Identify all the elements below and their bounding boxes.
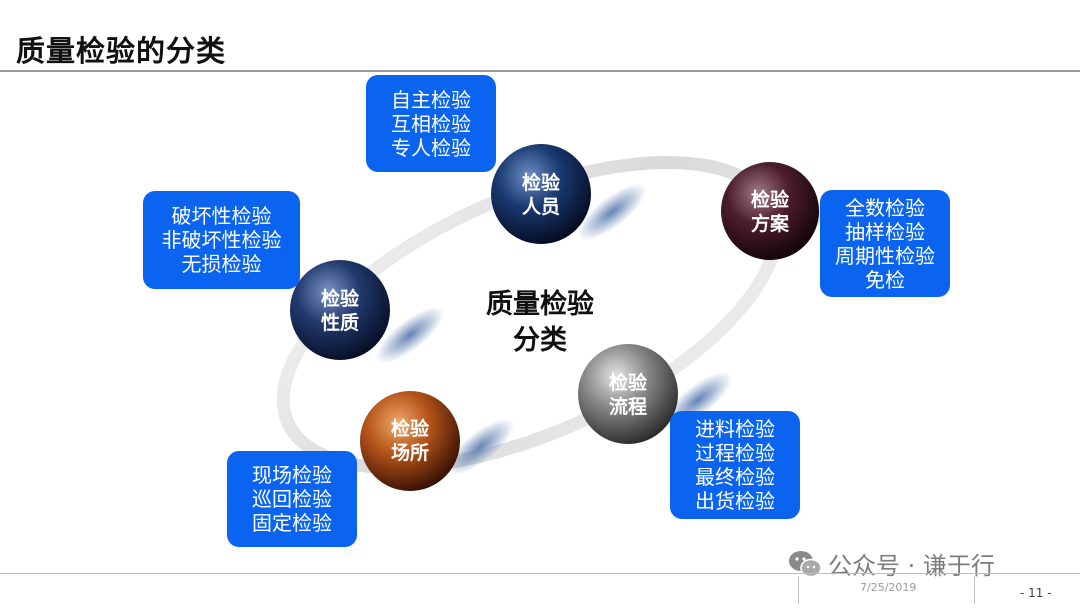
process-label-1: 检验 (609, 371, 648, 394)
sphere-personnel (491, 144, 591, 244)
sphere-process (578, 344, 678, 444)
list-item: 进料检验 (695, 417, 775, 441)
center-label-line2: 分类 (470, 323, 610, 359)
list-item: 破坏性检验 (172, 204, 272, 228)
scheme-label-2: 方案 (751, 212, 790, 235)
list-item: 免检 (865, 268, 905, 292)
center-label: 质量检验 分类 (470, 287, 610, 359)
list-item: 现场检验 (252, 463, 332, 487)
process-label-2: 流程 (609, 395, 647, 418)
personnel-items-box: 自主检验 互相检验 专人检验 (366, 75, 496, 172)
process-items-box: 进料检验 过程检验 最终检验 出货检验 (670, 411, 800, 519)
sphere-site (360, 391, 460, 491)
list-item: 巡回检验 (252, 487, 332, 511)
list-item: 非破坏性检验 (162, 228, 282, 252)
scheme-items-box: 全数检验 抽样检验 周期性检验 免检 (820, 190, 950, 297)
nature-items-box: 破坏性检验 非破坏性检验 无损检验 (143, 191, 300, 289)
footer-date: 7/25/2019 (860, 581, 916, 594)
list-item: 最终检验 (695, 465, 775, 489)
list-item: 固定检验 (252, 511, 332, 535)
personnel-label-1: 检验 (522, 171, 561, 194)
list-item: 出货检验 (695, 489, 775, 513)
site-label-2: 场所 (391, 442, 429, 464)
personnel-label-2: 人员 (522, 196, 560, 218)
list-item: 周期性检验 (835, 244, 935, 268)
nature-label-2: 性质 (321, 311, 359, 334)
site-label-1: 检验 (391, 417, 430, 440)
list-item: 专人检验 (391, 136, 471, 160)
sphere-nature (290, 260, 390, 360)
scheme-label-1: 检验 (751, 188, 790, 211)
nature-label-1: 检验 (321, 287, 360, 310)
page-number: - 11 - (1020, 586, 1052, 600)
sphere-scheme (721, 162, 819, 260)
list-item: 过程检验 (695, 441, 775, 465)
footer-separator (798, 576, 799, 604)
list-item: 抽样检验 (845, 220, 925, 244)
list-item: 互相检验 (391, 112, 471, 136)
watermark: 公众号 · 谦于行 (788, 546, 995, 581)
center-label-line1: 质量检验 (470, 287, 610, 323)
wechat-icon (788, 549, 822, 579)
list-item: 自主检验 (391, 88, 471, 112)
site-items-box: 现场检验 巡回检验 固定检验 (227, 451, 357, 547)
footer-separator (974, 576, 975, 604)
footer-divider (0, 573, 1080, 574)
list-item: 无损检验 (182, 252, 262, 276)
list-item: 全数检验 (845, 196, 925, 220)
watermark-text: 公众号 · 谦于行 (828, 546, 995, 581)
